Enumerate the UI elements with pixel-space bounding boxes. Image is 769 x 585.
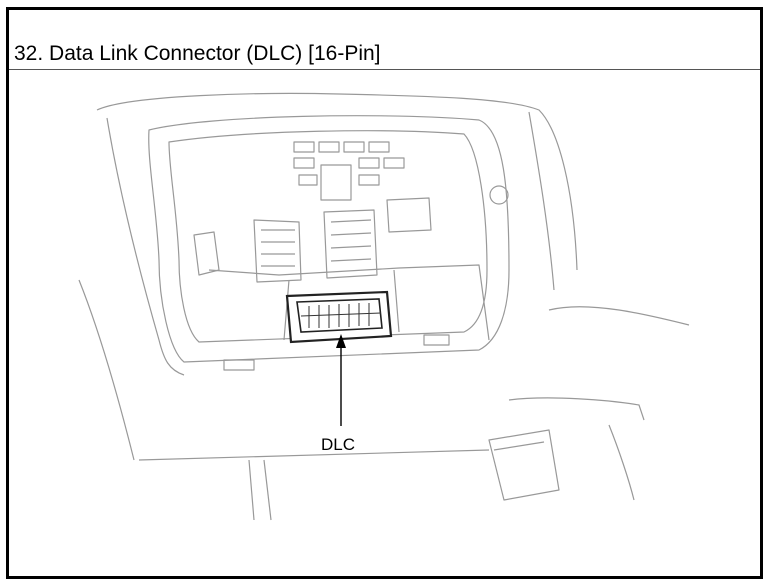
fuse-1 [293,141,315,153]
harness-connector-left [253,219,302,283]
lower-dash-line [138,449,490,461]
relay [320,164,352,201]
fuse-panel-opening [148,115,510,363]
fuse-6 [358,157,380,169]
dash-inner-left [106,117,185,376]
lower-cover [208,264,490,341]
dash-inner-right [528,111,555,291]
fuse-7 [383,157,405,169]
dash-left-edge [78,279,135,461]
fuse-4 [368,141,390,153]
figure-title: 32. Data Link Connector (DLC) [16-Pin] [14,42,381,65]
trim-clip-left [193,231,220,276]
fuse-5 [293,157,315,169]
trim-clip-bottom-right [423,334,450,346]
dlc-location-diagram: DLC [78,92,690,521]
dlc-callout-label: DLC [321,435,355,454]
fuse-2 [318,141,340,153]
harness-connector-right [386,197,432,233]
mounting-bolt [489,185,509,205]
figure-frame: 32. Data Link Connector (DLC) [16-Pin] [6,7,763,579]
dash-outline [96,92,578,271]
harness-connector-center [323,209,378,279]
fuse-panel-inner [168,130,488,343]
title-bar: 32. Data Link Connector (DLC) [16-Pin] [9,10,760,70]
knee-panel-right [548,306,690,326]
pedal [488,429,560,501]
fuse-9 [358,174,380,186]
pedal-arm [608,424,635,501]
dlc-connector [285,290,393,344]
trim-clip-bottom-left [223,359,255,371]
fuse-3 [343,141,365,153]
dlc-callout: DLC [321,334,355,454]
fuse-8 [298,174,318,186]
